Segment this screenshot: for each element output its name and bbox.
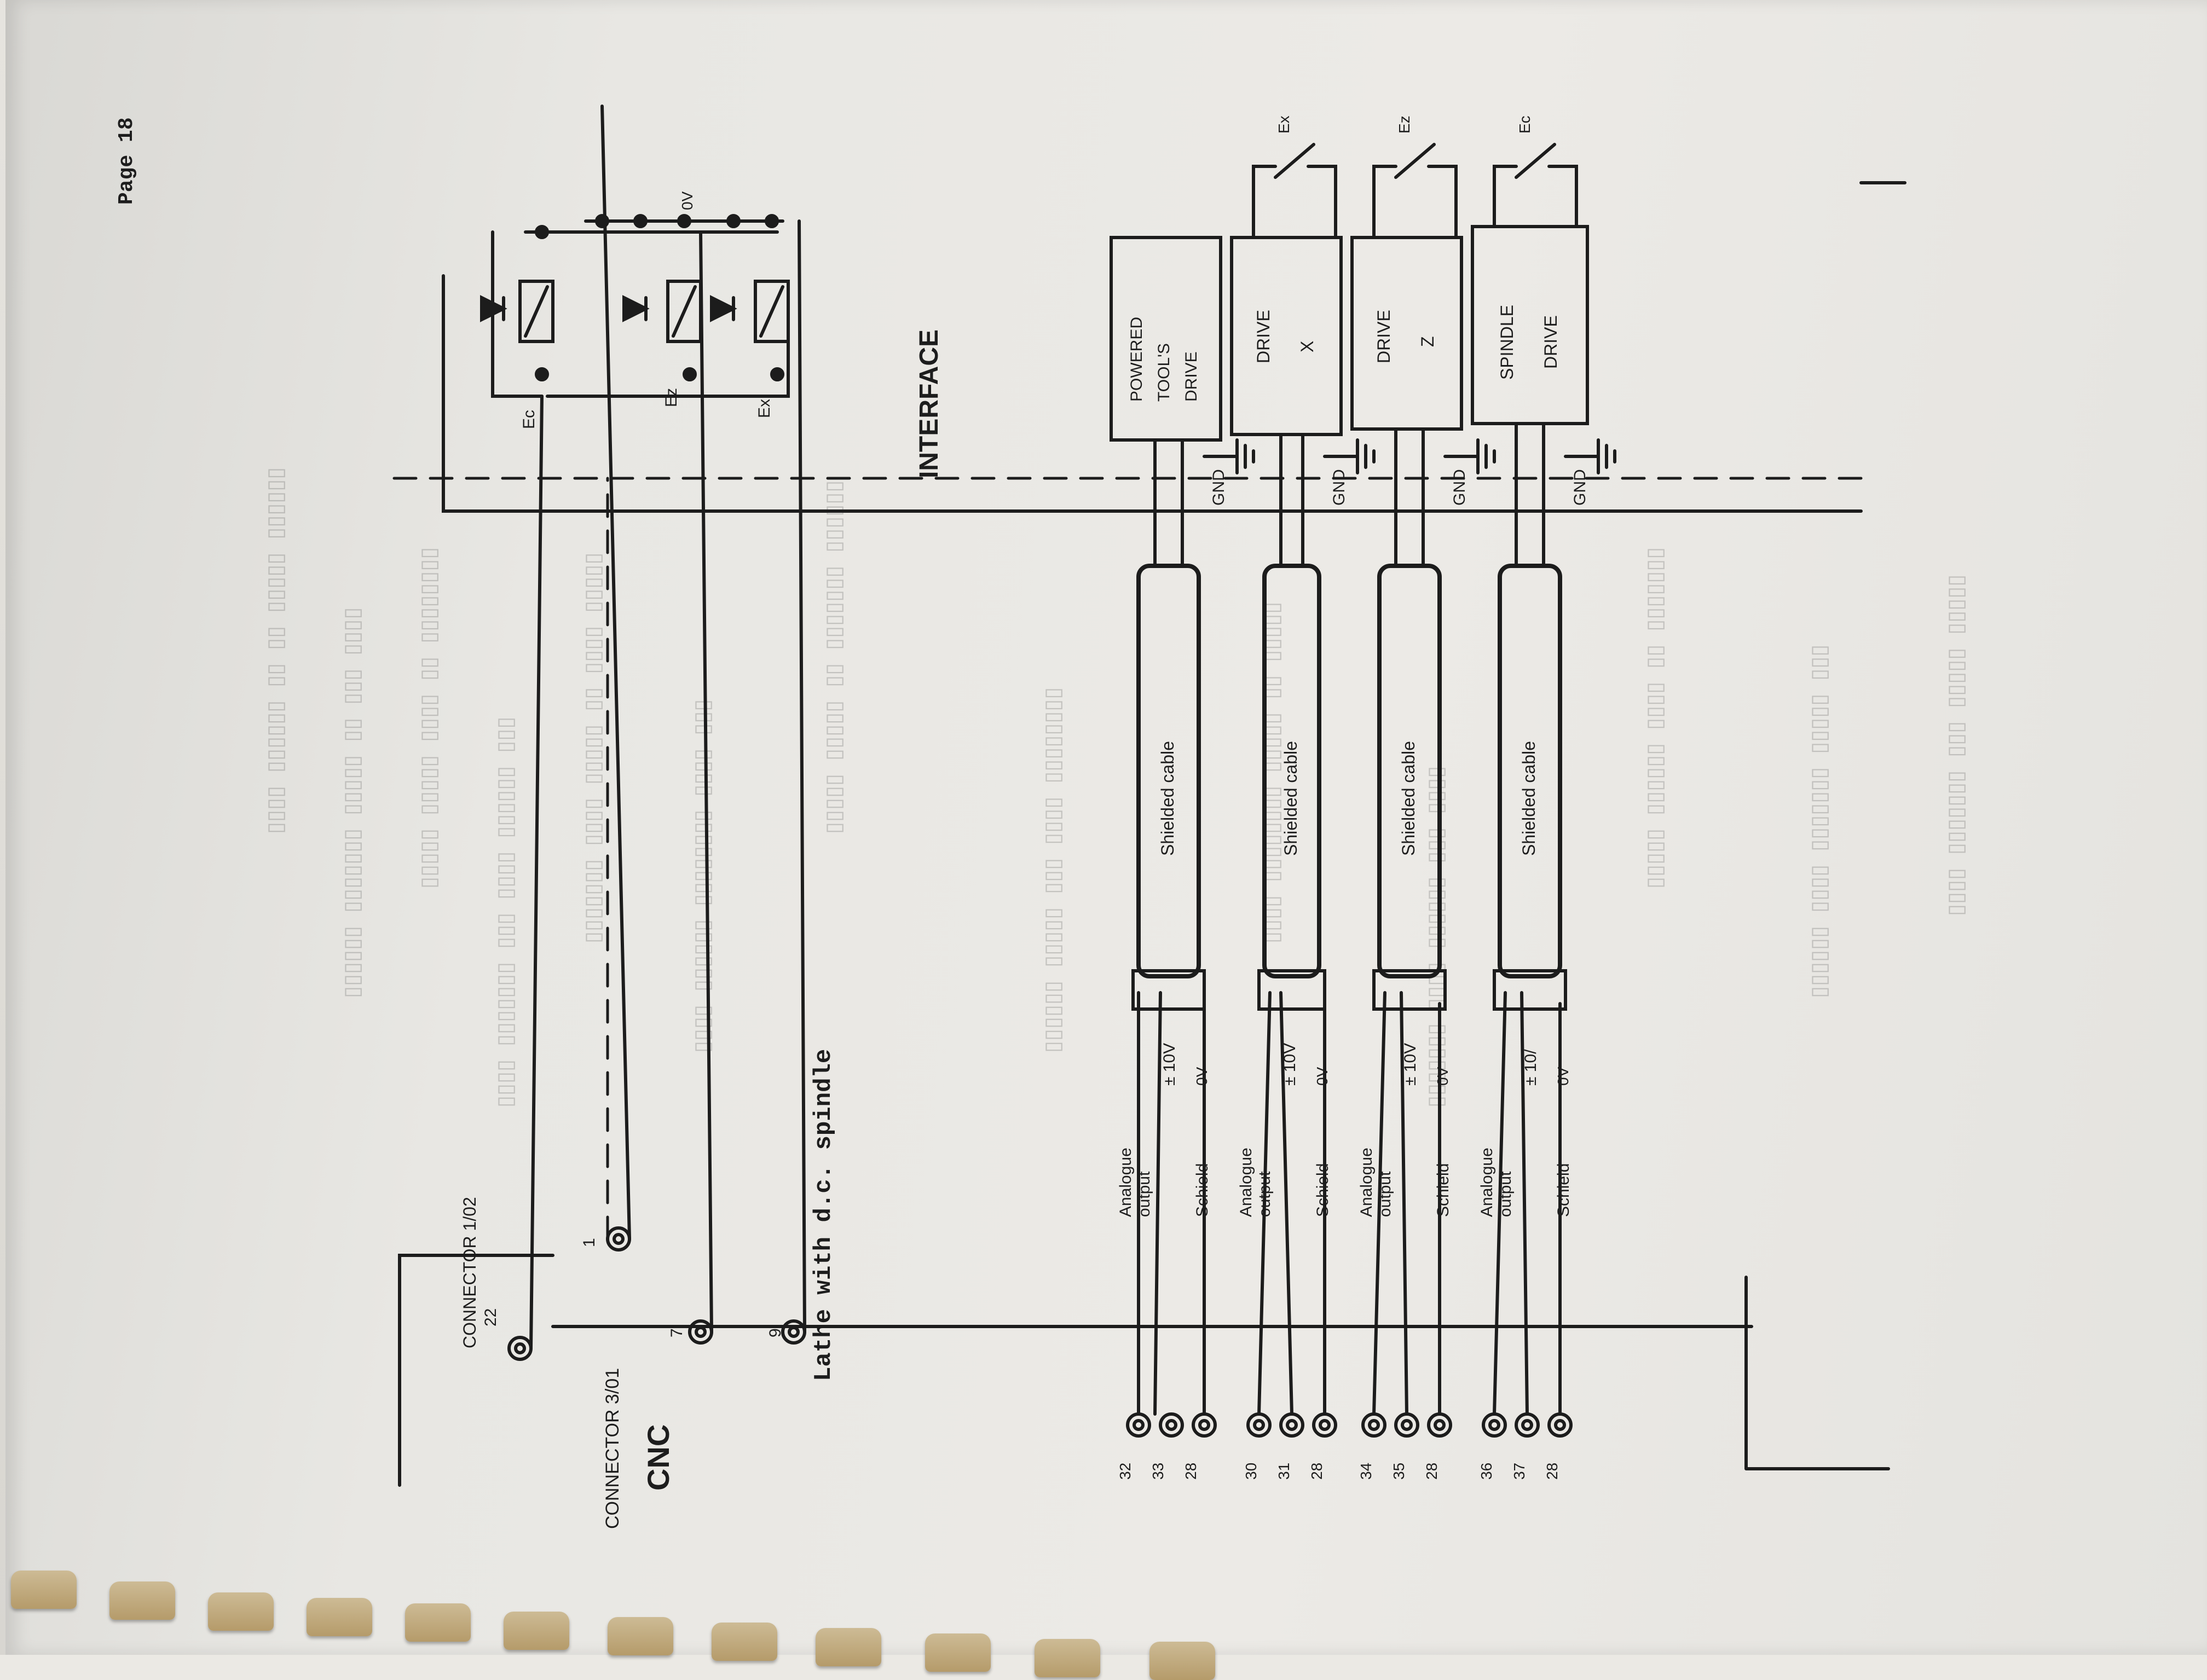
drive-name: DRIVE bbox=[1374, 310, 1394, 363]
relay-label-ez: Ez bbox=[662, 387, 680, 407]
zero-volt-label: 0V bbox=[1193, 1067, 1210, 1086]
analogue-output-label: Analogue output bbox=[1237, 1148, 1274, 1217]
drive-boxes bbox=[1110, 225, 1589, 442]
enable-label: Ex bbox=[1275, 115, 1292, 134]
drive-name: SPINDLE bbox=[1497, 305, 1517, 380]
io-pin-lines bbox=[507, 105, 806, 1361]
io-pin-22: 22 bbox=[482, 1308, 500, 1326]
drive-name: DRIVE bbox=[1182, 351, 1200, 402]
pin-30: 30 bbox=[1243, 1462, 1260, 1480]
pin-31: 31 bbox=[1275, 1462, 1292, 1480]
shield-label: Schield bbox=[1555, 1163, 1573, 1217]
pin-28: 28 bbox=[1308, 1462, 1325, 1480]
pin-33: 33 bbox=[1149, 1462, 1166, 1480]
shielded-cable-label: Shielded cable bbox=[1281, 741, 1301, 856]
relay-label-ec: Ec bbox=[520, 409, 538, 429]
rotated-page-content: ▯▯▯▯ ▯▯▯▯▯▯ ▯▯ ▯▯ ▯▯▯▯▯ ▯▯▯▯▯▯ ▯▯▯▯▯▯ ▯▯… bbox=[0, 13, 2189, 1655]
voltage-label: ± 10/ bbox=[1522, 1049, 1540, 1086]
pin-37: 37 bbox=[1511, 1462, 1528, 1480]
supply-0v-label: 0V bbox=[679, 191, 696, 210]
gnd-label: GND bbox=[1451, 469, 1469, 506]
analogue-output-label: Analogue output bbox=[1117, 1148, 1153, 1217]
shielded-cable-label: Shielded cable bbox=[1519, 741, 1539, 856]
drive-name: DRIVE bbox=[1541, 315, 1561, 369]
pin-34: 34 bbox=[1357, 1462, 1374, 1480]
ground-symbols bbox=[1203, 438, 1616, 474]
drive-name: Z bbox=[1418, 336, 1437, 347]
drive-name: X bbox=[1297, 340, 1317, 352]
pin-35: 35 bbox=[1390, 1462, 1407, 1480]
manual-page bbox=[5, 0, 2207, 1655]
connector-io-label: CONNECTOR 1/02 bbox=[460, 1197, 479, 1348]
enable-label: Ec bbox=[1516, 115, 1533, 134]
voltage-label: ± 10V bbox=[1160, 1042, 1178, 1086]
pin-36: 36 bbox=[1478, 1462, 1495, 1480]
relay-label-ex: Ex bbox=[755, 398, 773, 418]
relay-section bbox=[480, 214, 790, 398]
voltage-label: ± 10V bbox=[1281, 1042, 1299, 1086]
page-number: Page 18 bbox=[115, 117, 138, 205]
cnc-title: CNC bbox=[641, 1424, 675, 1491]
io-pin-7: 7 bbox=[668, 1328, 686, 1337]
connector-io-frame bbox=[398, 1254, 1753, 1487]
enable-label: Ez bbox=[1396, 115, 1413, 134]
drive-name: DRIVE bbox=[1253, 310, 1273, 363]
analogue-output-label: Analogue output bbox=[1357, 1148, 1394, 1217]
pin-32: 32 bbox=[1117, 1462, 1134, 1480]
shield-label: Schield bbox=[1434, 1163, 1452, 1217]
shield-label: Schield bbox=[1193, 1163, 1211, 1217]
figure-caption: Lathe with d.c. spindle bbox=[810, 1048, 837, 1381]
connector-main-label: CONNECTOR 3/01 bbox=[602, 1368, 623, 1529]
zero-volt-label: 0V bbox=[1555, 1067, 1572, 1086]
interface-frame bbox=[442, 181, 1906, 513]
io-pin-1: 1 bbox=[580, 1238, 598, 1247]
cnc-frame bbox=[1744, 1276, 1890, 1470]
io-pin-9: 9 bbox=[766, 1328, 784, 1337]
shielded-cable-label: Shielded cable bbox=[1399, 741, 1418, 856]
gnd-label: GND bbox=[1210, 469, 1228, 506]
pin-28: 28 bbox=[1544, 1462, 1561, 1480]
zero-volt-label: 0V bbox=[1314, 1067, 1331, 1086]
pin-28: 28 bbox=[1423, 1462, 1440, 1480]
interface-title: INTERFACE bbox=[915, 329, 944, 478]
analogue-output-label: Analogue output bbox=[1478, 1148, 1515, 1217]
zero-volt-label: 0V bbox=[1434, 1067, 1451, 1086]
enable-switches bbox=[1252, 143, 1578, 239]
shielded-cable-label: Shielded cable bbox=[1158, 741, 1177, 856]
shield-label: Schield bbox=[1314, 1163, 1332, 1217]
gnd-label: GND bbox=[1571, 469, 1589, 506]
pin-28: 28 bbox=[1182, 1462, 1199, 1480]
voltage-label: ± 10V bbox=[1401, 1042, 1419, 1086]
drive-name: POWERED bbox=[1128, 316, 1146, 402]
wiring-diagram bbox=[382, 105, 1906, 1487]
cable-channels bbox=[1126, 422, 1573, 1438]
gnd-label: GND bbox=[1330, 469, 1348, 506]
drive-name: TOOL'S bbox=[1155, 343, 1173, 402]
